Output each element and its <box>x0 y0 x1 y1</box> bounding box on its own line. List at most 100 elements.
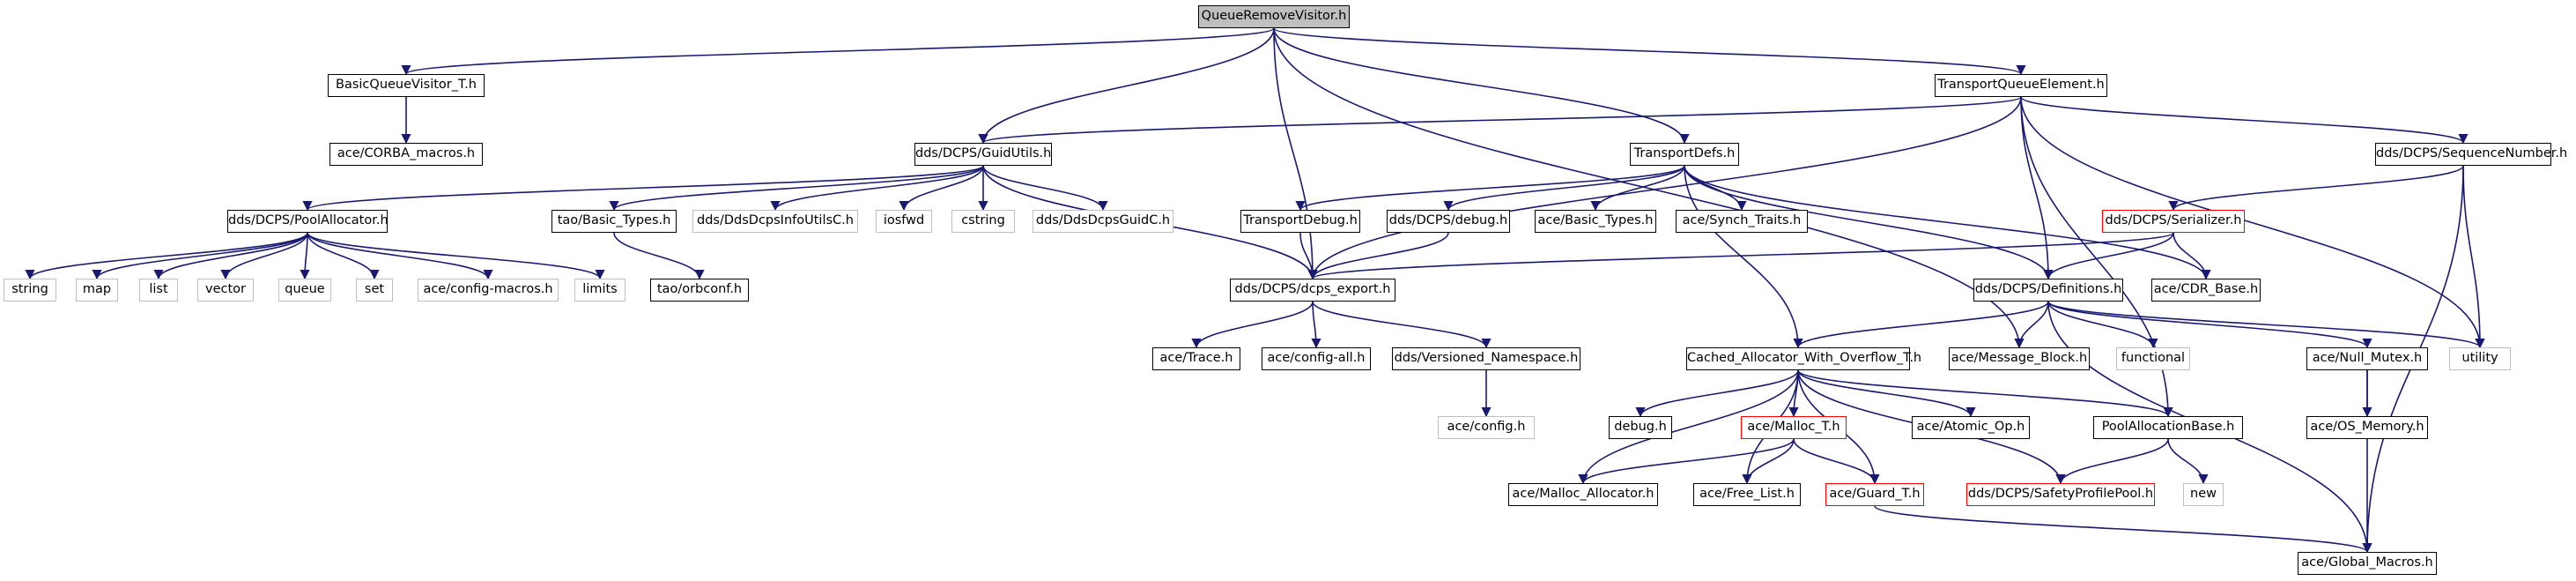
edge-guid-utils-to-dds-dcps-guid-c <box>982 165 1108 212</box>
node-debug-h[interactable]: debug.h <box>1609 416 1672 439</box>
edge-transport-defs-to-ace-basic-types <box>1590 165 1685 212</box>
edge-sequence-number-to-serializer <box>2168 165 2464 212</box>
node-dcps-export[interactable]: dds/DCPS/dcps_export.h <box>1230 279 1395 302</box>
node-vector[interactable]: vector <box>197 279 254 302</box>
edge-serializer-to-dcps-export <box>1307 232 2174 280</box>
node-cached-allocator[interactable]: Cached_Allocator_With_Overflow_T.h <box>1686 347 1921 370</box>
node-cstring[interactable]: cstring <box>951 210 1015 233</box>
edge-serializer-to-cdr-base <box>2173 232 2211 280</box>
edge-dcps-export-to-config-all <box>1311 301 1321 349</box>
node-serializer[interactable]: dds/DCPS/Serializer.h <box>2102 210 2245 233</box>
node-transport-queue-element[interactable]: TransportQueueElement.h <box>1935 74 2107 97</box>
edge-pool-allocator-to-config-macros <box>307 232 493 280</box>
node-malloc-t[interactable]: ace/Malloc_T.h <box>1741 416 1847 439</box>
node-guid-utils[interactable]: dds/DCPS/GuidUtils.h <box>914 143 1052 166</box>
node-queue[interactable]: queue <box>278 279 331 302</box>
edge-dcps-debug-to-dcps-export <box>1307 232 1449 280</box>
edge-transport-queue-element-to-dcps-export <box>1307 96 2022 280</box>
edge-transport-queue-element-to-definitions <box>2020 96 2054 280</box>
node-limits[interactable]: limits <box>574 279 625 302</box>
node-guard-t[interactable]: ace/Guard_T.h <box>1825 483 1924 506</box>
node-ace-synch-traits[interactable]: ace/Synch_Traits.h <box>1676 210 1808 233</box>
node-cdr-base[interactable]: ace/CDR_Base.h <box>2151 279 2261 302</box>
edge-cached-allocator-to-debug-h <box>1635 369 1799 418</box>
node-transport-debug[interactable]: TransportDebug.h <box>1240 210 1360 233</box>
edge-transport-queue-element-to-guid-utils <box>978 96 2022 145</box>
edge-transport-defs-to-transport-debug <box>1295 165 1685 212</box>
edge-definitions-to-cached-allocator <box>1793 301 2049 349</box>
node-sequence-number[interactable]: dds/DCPS/SequenceNumber.h <box>2375 143 2567 166</box>
edge-transport-queue-element-to-utility <box>2020 96 2485 349</box>
node-pool-allocation-base[interactable]: PoolAllocationBase.h <box>2093 416 2243 439</box>
node-ace-config[interactable]: ace/config.h <box>1438 416 1535 439</box>
edge-guard-t-to-global-macros <box>1874 505 2372 554</box>
node-iosfwd[interactable]: iosfwd <box>876 210 932 233</box>
edge-guid-utils-to-pool-allocator <box>302 165 984 212</box>
node-message-block[interactable]: ace/Message_Block.h <box>1949 347 2090 370</box>
edge-pool-allocator-to-vector <box>220 232 308 280</box>
node-dds-dcps-guid-c[interactable]: dds/DdsDcpsGuidC.h <box>1033 210 1173 233</box>
node-set[interactable]: set <box>356 279 393 302</box>
node-list[interactable]: list <box>139 279 178 302</box>
node-atomic-op[interactable]: ace/Atomic_Op.h <box>1912 416 2030 439</box>
node-malloc-allocator[interactable]: ace/Malloc_Allocator.h <box>1508 483 1658 506</box>
edge-guid-utils-to-tao-basic-types <box>609 165 984 212</box>
node-ace-basic-types[interactable]: ace/Basic_Types.h <box>1535 210 1656 233</box>
edge-transport-defs-to-cached-allocator <box>1684 165 1803 349</box>
node-config-macros[interactable]: ace/config-macros.h <box>418 279 559 302</box>
edge-dcps-export-to-versioned-namespace <box>1312 301 1492 349</box>
node-corba-macros[interactable]: ace/CORBA_macros.h <box>329 143 483 166</box>
edge-transport-queue-element-to-sequence-number <box>2020 96 2469 145</box>
edge-guid-utils-to-iosfwd <box>899 165 984 212</box>
edge-guid-utils-to-dds-dcps-info-utils-c <box>770 165 984 212</box>
edge-transport-defs-to-definitions <box>1684 165 2054 280</box>
node-functional[interactable]: functional <box>2116 347 2190 370</box>
edge-pool-allocation-base-to-new <box>2167 438 2209 485</box>
node-pool-allocator[interactable]: dds/DCPS/PoolAllocator.h <box>227 210 389 233</box>
edge-pool-allocator-to-set <box>307 232 380 280</box>
edge-pool-allocator-to-limits <box>307 232 605 280</box>
edge-queue-remove-visitor-to-guid-utils <box>978 27 1275 145</box>
edge-definitions-to-functional <box>2047 301 2158 349</box>
node-ace-trace[interactable]: ace/Trace.h <box>1152 347 1240 370</box>
edge-transport-defs-to-dcps-debug <box>1443 165 1685 212</box>
edge-definitions-to-utility <box>2047 301 2485 349</box>
node-global-macros[interactable]: ace/Global_Macros.h <box>2298 552 2437 575</box>
node-tao-orbconf[interactable]: tao/orbconf.h <box>650 279 749 302</box>
edge-definitions-to-message-block <box>2014 301 2049 349</box>
node-transport-defs[interactable]: TransportDefs.h <box>1630 143 1739 166</box>
node-new[interactable]: new <box>2183 483 2224 506</box>
node-os-memory[interactable]: ace/OS_Memory.h <box>2306 416 2428 439</box>
node-null-mutex[interactable]: ace/Null_Mutex.h <box>2306 347 2428 370</box>
node-basic-queue-visitor[interactable]: BasicQueueVisitor_T.h <box>328 74 485 97</box>
edge-pool-allocator-to-map <box>92 232 308 280</box>
node-tao-basic-types[interactable]: tao/Basic_Types.h <box>551 210 677 233</box>
edge-sequence-number-to-utility <box>2462 165 2485 349</box>
node-dcps-debug[interactable]: dds/DCPS/debug.h <box>1387 210 1510 233</box>
node-dds-dcps-info-utils-c[interactable]: dds/DdsDcpsInfoUtilsC.h <box>692 210 858 233</box>
node-safety-profile-pool[interactable]: dds/DCPS/SafetyProfilePool.h <box>1966 483 2155 506</box>
node-string[interactable]: string <box>4 279 56 302</box>
edge-cached-allocator-to-atomic-op <box>1797 369 1976 418</box>
node-config-all[interactable]: ace/config-all.h <box>1262 347 1371 370</box>
edge-queue-remove-visitor-to-dcps-export <box>1273 27 1318 280</box>
node-queue-remove-visitor[interactable]: QueueRemoveVisitor.h <box>1198 5 1350 28</box>
node-map[interactable]: map <box>76 279 118 302</box>
edge-dcps-export-to-ace-trace <box>1191 301 1314 349</box>
edge-serializer-to-definitions <box>2043 232 2174 280</box>
edge-cached-allocator-to-malloc-allocator <box>1578 369 1799 485</box>
edge-pool-allocator-to-string <box>25 232 308 280</box>
node-versioned-namespace[interactable]: dds/Versioned_Namespace.h <box>1392 347 1580 370</box>
edge-malloc-t-to-guard-t <box>1793 438 1880 485</box>
edge-malloc-t-to-malloc-allocator <box>1578 438 1795 485</box>
edge-definitions-to-null-mutex <box>2047 301 2372 349</box>
edge-queue-remove-visitor-to-transport-queue-element <box>1273 27 2026 76</box>
node-utility[interactable]: utility <box>2449 347 2511 370</box>
edge-transport-defs-to-cdr-base <box>1684 165 2211 280</box>
edge-malloc-t-to-free-list <box>1742 438 1795 485</box>
node-free-list[interactable]: ace/Free_List.h <box>1693 483 1801 506</box>
edge-queue-remove-visitor-to-transport-defs <box>1273 27 1690 145</box>
edge-tao-basic-types-to-tao-orbconf <box>613 232 705 280</box>
node-definitions[interactable]: dds/DCPS/Definitions.h <box>1973 279 2123 302</box>
